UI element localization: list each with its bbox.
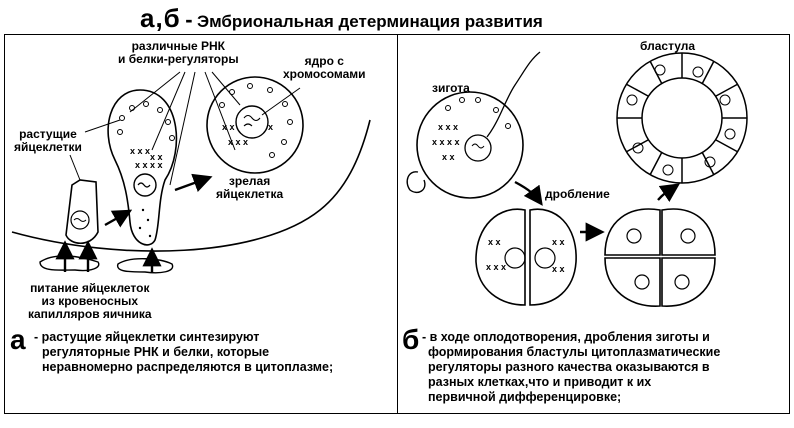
svg-text:x x x: x x x — [130, 146, 150, 156]
title-dash: - — [185, 7, 193, 32]
label-nucleus: ядро с хромосомами — [283, 54, 366, 81]
polar-body — [406, 171, 426, 194]
svg-text:x x: x x — [552, 264, 565, 274]
mature-oocyte-nucleus — [235, 105, 269, 139]
svg-text:x x x x: x x x x — [432, 137, 460, 147]
growing-oocyte — [107, 89, 178, 246]
mature-oocyte — [206, 76, 304, 174]
svg-text:x x: x x — [222, 122, 235, 132]
panel-divider — [397, 34, 398, 414]
label-mature-oocyte: зрелая яйцеклетка — [216, 174, 284, 201]
growing-oocyte-nucleus — [133, 173, 157, 197]
label-growing-oocytes: растущие яйцеклетки — [14, 127, 82, 154]
svg-text:x x x: x x x — [228, 137, 248, 147]
panel-b-letter: б — [402, 324, 420, 355]
svg-text:x x x: x x x — [486, 262, 506, 272]
svg-text:x: x — [268, 122, 273, 132]
label-rna-proteins: различные РНК и белки-регуляторы — [118, 39, 239, 66]
svg-text:x x: x x — [150, 152, 163, 162]
svg-text:x x x: x x x — [438, 122, 458, 132]
title-letters: а,б — [140, 3, 181, 33]
panel-a-caption: - растущие яйцеклетки синтезируют регуля… — [34, 330, 334, 374]
svg-text:x x: x x — [552, 237, 565, 247]
title-text: Эмбриональная детерминация развития — [196, 12, 543, 31]
figure-title: а,б - Эмбриональная детерминация развити… — [140, 3, 543, 34]
svg-text:x x: x x — [488, 237, 501, 247]
label-nutrition: питание яйцеклеток из кровеносных капилл… — [28, 281, 152, 321]
panel-b-caption: - в ходе оплодотворения, дробления зигот… — [422, 330, 721, 404]
zygote — [416, 91, 524, 199]
sperm-tail — [486, 51, 541, 138]
label-cleavage: дробление — [545, 187, 610, 201]
blastula — [616, 52, 748, 184]
panel-a-letter: а — [10, 324, 26, 355]
label-zygote: зигота — [432, 81, 470, 95]
two-cell-embryo — [475, 208, 526, 306]
four-cell-embryo — [604, 208, 716, 307]
svg-text:x x: x x — [442, 152, 455, 162]
svg-text:x x x x: x x x x — [135, 160, 163, 170]
label-blastula: бластула — [640, 39, 696, 53]
